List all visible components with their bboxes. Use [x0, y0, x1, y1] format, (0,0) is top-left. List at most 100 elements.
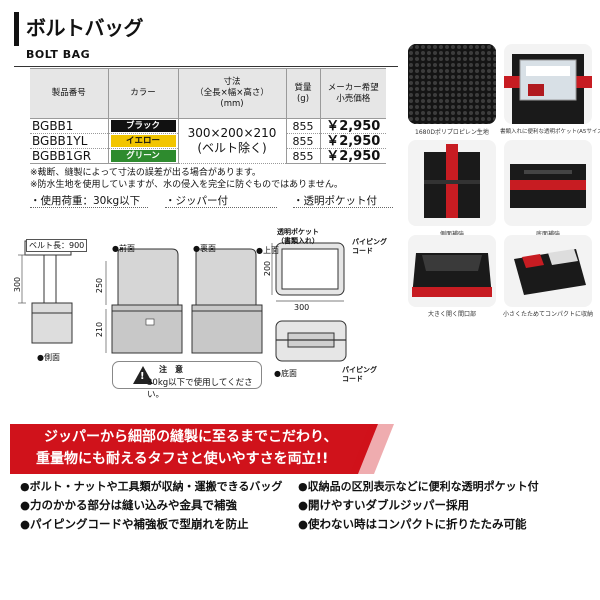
photo-caption: 書類入れに便利な透明ポケット(A5サイズ)	[500, 129, 600, 135]
price-value: ￥2,950	[319, 148, 386, 164]
piping-cord-bottom-label: パイピングコード	[342, 366, 377, 384]
warning-icon	[133, 366, 153, 384]
header-color: カラー	[107, 68, 179, 119]
feature-bullet: ●収納品の区別表示などに便利な透明ポケット付	[298, 480, 539, 493]
feature-pocket: ・透明ポケット付	[293, 195, 377, 207]
note-line: ※防水生地を使用していますが、水の侵入を完全に防ぐものではありません。	[30, 180, 343, 190]
back-view-label: ●裏面	[193, 244, 216, 253]
feature-bullet: ●パイピングコードや補強板で型崩れを防止	[20, 517, 249, 531]
front-view-drawing	[111, 248, 183, 354]
header-code: 製品番号	[30, 68, 109, 119]
dimension-diagrams	[18, 240, 347, 362]
feature-underline	[30, 207, 148, 208]
belt-length-label: ベルト長：900	[26, 239, 88, 252]
weight-value: 855	[285, 133, 321, 149]
size-cell: 300×200×210(ベルト除く)	[177, 118, 287, 164]
title-divider	[14, 66, 398, 67]
feature-bullet: ●力のかかる部分は縫い込みや金具で補強	[20, 498, 238, 512]
photo-caption: 側面補強	[406, 229, 498, 238]
photo-caption: 小さくたためてコンパクトに収納	[502, 311, 593, 318]
header-weight: 質量(g)	[285, 68, 321, 119]
table-row: BGBB1 ブラック 300×200×210(ベルト除く) 855 ￥2,950	[30, 118, 386, 164]
product-code: BGBB1	[30, 118, 109, 134]
side-reinforcement-photo	[408, 140, 496, 226]
product-code: BGBB1GR	[30, 148, 109, 164]
back-view-drawing	[191, 248, 263, 354]
dim-300-width-label: 300	[294, 303, 310, 312]
spec-header-row: 製品番号 カラー 寸法（全長×幅×高さ）(mm) 質量(g) メーカー希望小売価…	[30, 68, 386, 119]
color-cell: ブラック	[107, 118, 179, 134]
side-view-drawing	[24, 240, 73, 344]
color-swatch: イエロー	[110, 135, 176, 147]
pocket-image	[504, 54, 592, 124]
top-view-label: ●上面	[256, 246, 279, 255]
photo-caption: 1680Dポリプロピレン生地	[415, 129, 489, 136]
feature-underline	[293, 207, 393, 208]
pocket-photo	[504, 44, 592, 124]
page-subtitle: BOLT BAG	[26, 48, 91, 61]
table-row: BGBB1GR グリーン 855 ￥2,950	[30, 148, 386, 164]
feature-zipper: ・ジッパー付	[165, 195, 228, 207]
weight-value: 855	[285, 118, 321, 134]
dim-210-label: 210	[95, 321, 105, 338]
piping-cord-bottom-text: パイピングコード	[342, 366, 377, 383]
side-view-label: ●側面	[37, 353, 60, 362]
photo-caption: 底面補強	[500, 229, 596, 238]
color-swatch: グリーン	[110, 150, 176, 162]
bottom-view-label: ●底面	[274, 369, 297, 378]
feature-underline	[165, 207, 277, 208]
side-dim-lines	[18, 254, 26, 304]
table-row: BGBB1YL イエロー 855 ￥2,950	[30, 133, 386, 149]
bottom-reinforcement-photo	[504, 140, 592, 226]
photo-caption: 大きく開く間口部	[427, 311, 476, 318]
color-cell: イエロー	[107, 133, 179, 149]
color-swatch: ブラック	[110, 120, 176, 132]
piping-cord-top-label: パイピングコード	[352, 238, 387, 256]
top-view-drawing	[275, 242, 345, 296]
folded-bag-image	[514, 249, 586, 295]
fabric-texture-image	[408, 44, 496, 124]
price-value: ￥2,950	[319, 133, 386, 149]
page-title: ボルトバッグ	[26, 16, 144, 40]
product-code: BGBB1YL	[30, 133, 109, 149]
side-bag-image	[424, 144, 480, 218]
dim-200-label: 200	[263, 260, 273, 277]
feature-bullet: ●開けやすいダブルジッパー採用	[298, 498, 470, 512]
header-price: メーカー希望小売価格	[319, 68, 386, 119]
front-view-label: ●前面	[112, 244, 135, 253]
feature-bullet: ●使わない時はコンパクトに折りたたみ可能	[298, 517, 527, 531]
bottom-bag-image	[510, 164, 586, 208]
caution-title: 注 意	[159, 365, 183, 374]
feature-bullet: ●ボルト・ナットや工具類が収納・運搬できるバッグ	[20, 480, 283, 493]
folded-photo	[504, 235, 592, 307]
clear-pocket-label: 透明ポケット（書類入れ）	[277, 228, 319, 246]
top-dim-lines	[271, 243, 344, 302]
dim-300-label: 300	[13, 276, 23, 293]
banner-shape	[10, 424, 394, 474]
banner-line-1: ジッパーから細部の縫製に至るまでこだわり、	[44, 429, 338, 445]
header-weight-text: 質量(g)	[294, 82, 312, 104]
size-value: 300×200×210(ベルト除く)	[187, 126, 277, 155]
open-mouth-photo	[408, 235, 496, 307]
banner-line-2: 重量物にも耐えるタフさと使いやすさを両立!!	[36, 451, 329, 467]
caution-text: 30kg以下で使用してください。	[147, 378, 253, 400]
spec-table: 製品番号 カラー 寸法（全長×幅×高さ）(mm) 質量(g) メーカー希望小売価…	[30, 68, 386, 164]
header-size-text: 寸法（全長×幅×高さ）(mm)	[195, 77, 269, 109]
dim-250-label: 250	[95, 277, 105, 294]
notes: ※裁断、縫製によって寸法の誤差が出る場合があります。 ※防水生地を使用しています…	[30, 167, 343, 191]
bottom-view-drawing	[275, 320, 347, 362]
note-line: ※裁断、縫製によって寸法の誤差が出る場合があります。	[30, 168, 261, 178]
fabric-photo	[408, 44, 496, 124]
header-size: 寸法（全長×幅×高さ）(mm)	[177, 68, 287, 119]
feature-load: ・使用荷重：30kg以下	[30, 195, 141, 207]
weight-value: 855	[285, 148, 321, 164]
warning-mark: !	[140, 371, 145, 382]
clear-pocket-text: 透明ポケット（書類入れ）	[277, 228, 319, 245]
caution-box: ! 注 意 30kg以下で使用してください。	[112, 361, 262, 400]
piping-cord-top-text: パイピングコード	[352, 238, 387, 255]
price-value: ￥2,950	[319, 118, 386, 134]
color-cell: グリーン	[107, 148, 179, 164]
header-price-text: メーカー希望小売価格	[327, 82, 379, 104]
title-accent-bar	[14, 12, 19, 46]
open-bag-image	[412, 253, 492, 297]
